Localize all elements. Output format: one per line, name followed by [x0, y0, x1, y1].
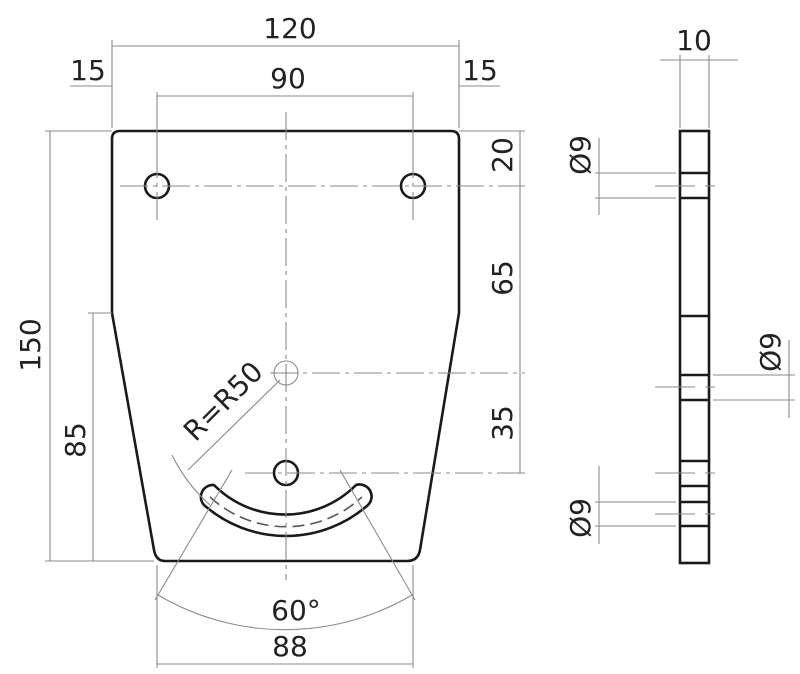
dim-slot-radius: R=R50	[177, 355, 270, 448]
dim-bottom-width: 88	[272, 630, 308, 663]
dim-slot-angle: 60°	[271, 594, 321, 627]
dim-overall-width: 120	[263, 12, 316, 45]
dim-right-margin: 15	[462, 54, 498, 87]
dim-thickness: 10	[676, 24, 712, 57]
dim-overall-height: 150	[14, 318, 47, 371]
dim-left-margin: 15	[70, 54, 106, 87]
dim-center-to-lower-hole: 35	[486, 405, 519, 441]
side-view	[678, 129, 711, 565]
dim-hole-dia-bottom: Ø9	[564, 498, 597, 538]
dim-hole-spacing: 90	[270, 62, 306, 95]
side-view-hole-lines	[680, 171, 709, 528]
plate-outline	[110, 129, 461, 563]
dim-top-offset: 20	[486, 137, 519, 173]
dim-hole-dia-center: Ø9	[754, 332, 787, 372]
arc-slot	[199, 483, 373, 538]
side-view-dimension-lines	[595, 55, 795, 544]
dim-straight-side-height: 85	[59, 422, 92, 458]
dim-hole-to-center: 65	[486, 260, 519, 296]
dim-hole-dia-top: Ø9	[564, 135, 597, 175]
dimension-lines	[45, 40, 525, 668]
